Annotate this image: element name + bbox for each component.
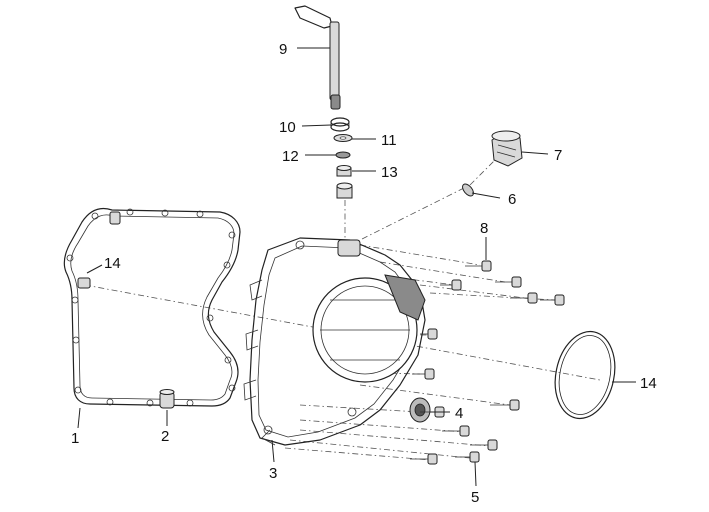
bolts-part-8 [440,260,565,306]
gasket-part-1 [63,207,241,407]
callout-14-gasket-pin: 14 [104,255,121,272]
callout-labels: 1 2 3 4 5 6 7 8 9 10 11 12 13 14 14 [71,41,657,506]
washer-part-12 [335,151,351,159]
bushing-part-13 [336,165,353,199]
callout-3: 3 [269,465,277,482]
callout-6: 6 [508,191,516,208]
o-ring-part-14 [554,330,616,420]
leader-lines [77,47,636,487]
callout-7: 7 [554,147,562,164]
callout-1: 1 [71,430,79,447]
callout-5: 5 [471,489,479,506]
washer-part-11 [333,134,353,142]
callout-4: 4 [455,405,463,422]
dowel-part-2 [159,389,175,409]
callout-14-o-ring: 14 [640,375,657,392]
callout-11: 11 [381,132,397,149]
spring-part-10 [330,117,350,132]
callout-13: 13 [381,164,398,181]
callout-8: 8 [480,220,488,237]
callout-9: 9 [279,41,287,58]
oil-filler-cap-part-7 [491,130,523,167]
callout-12: 12 [282,148,299,165]
oil-seal-part-4 [409,397,431,423]
crankcase-cover-part-3 [243,237,426,446]
callout-10: 10 [279,119,296,136]
dowel-pin-part-14 [77,211,121,289]
washer-part-6 [462,183,474,197]
shift-shaft-part-9 [294,5,341,110]
callout-2: 2 [161,428,169,445]
